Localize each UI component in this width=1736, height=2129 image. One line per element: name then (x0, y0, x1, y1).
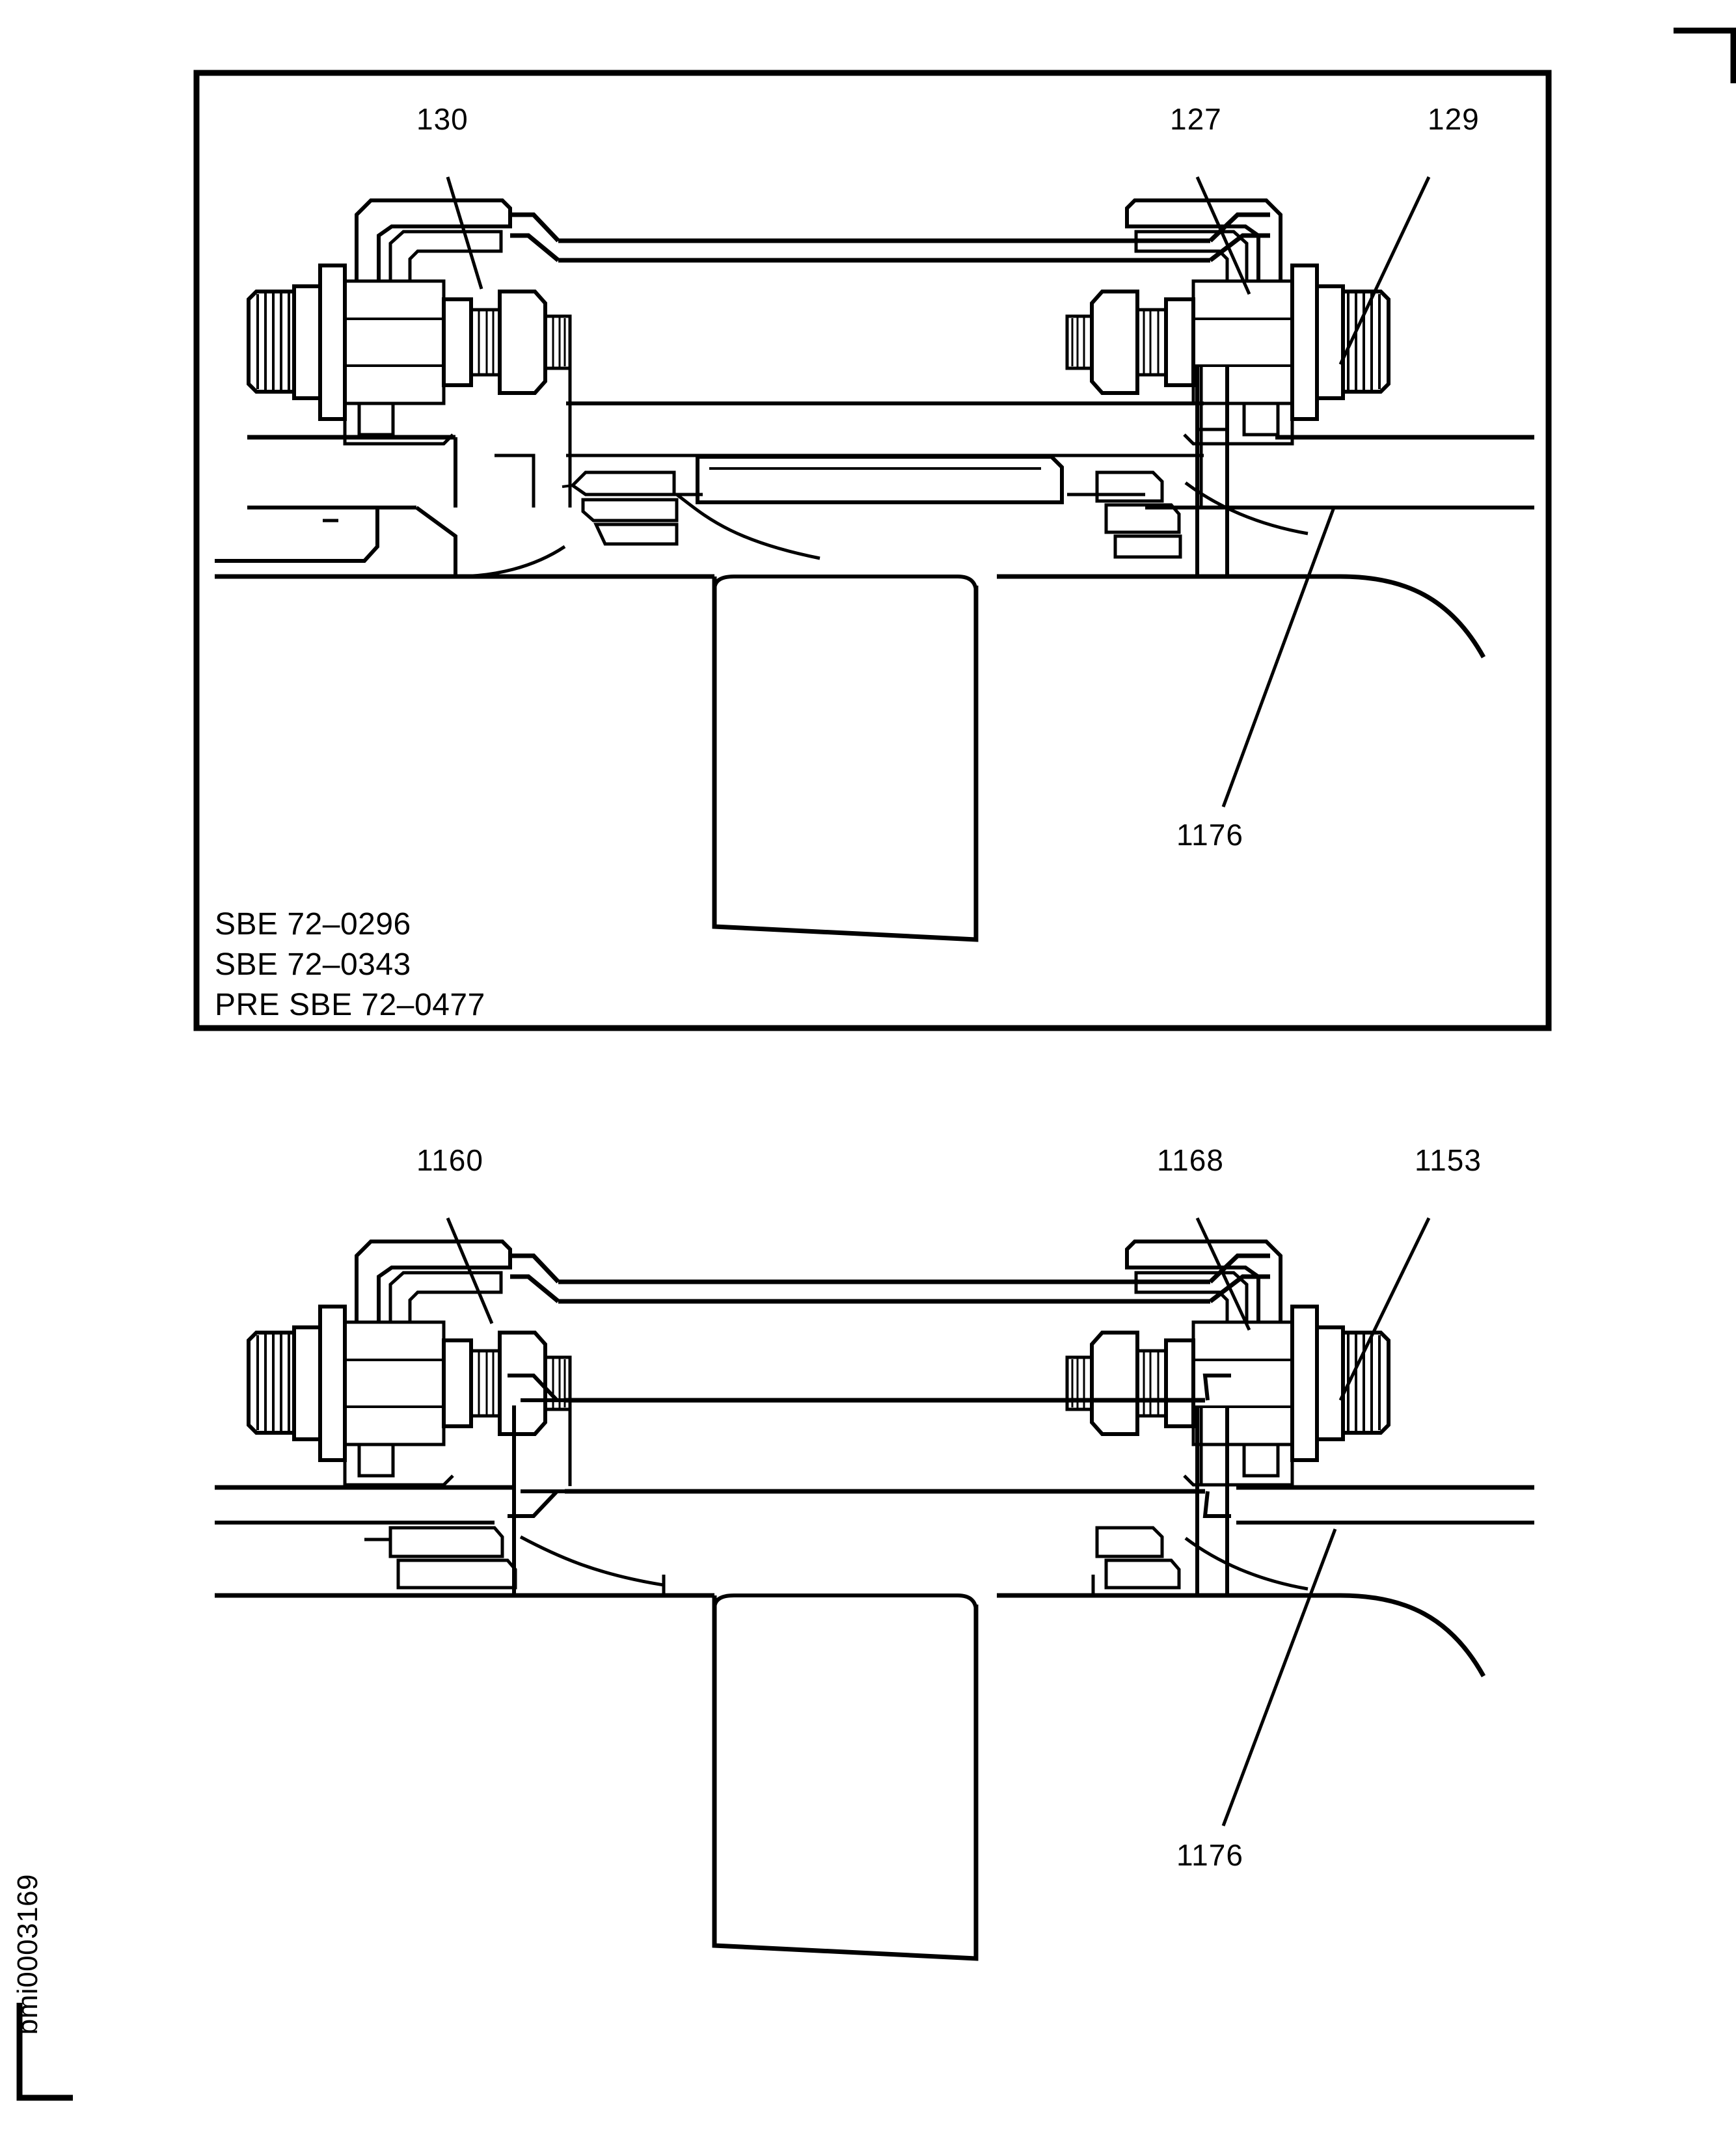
lower-leader-lines (446, 1217, 1431, 1826)
figure-code: bmi0003169 (12, 1874, 44, 2035)
callout-1176-upper: 1176 (1176, 818, 1243, 852)
callout-129: 129 (1428, 102, 1480, 136)
sbe-note-1: SBE 72–0296 (215, 907, 411, 942)
leader-1153 (1338, 1217, 1431, 1402)
registration-corner-mark (1674, 27, 1736, 83)
callout-1176-lower: 1176 (1176, 1838, 1243, 1872)
sbe-note-2: SBE 72–0343 (215, 947, 411, 982)
callout-1153: 1153 (1415, 1143, 1482, 1177)
callout-1168: 1168 (1157, 1143, 1224, 1177)
upper-assembly-drawing (215, 200, 1534, 942)
figure-code-wrap: bmi0003169 (0, 0, 78, 2035)
leader-1168 (1195, 1217, 1251, 1331)
leader-129 (1338, 176, 1431, 366)
callout-130: 130 (416, 102, 468, 136)
leader-1176-lower (1221, 1528, 1337, 1826)
sbe-note-3: PRE SBE 72–0477 (215, 988, 485, 1022)
callout-127: 127 (1170, 102, 1222, 136)
upper-leader-lines (446, 176, 1431, 807)
leader-127 (1195, 176, 1251, 295)
lower-assembly-drawing (215, 1241, 1534, 1961)
upper-view-frame (193, 70, 1552, 1031)
leader-130 (446, 176, 483, 290)
leader-1176-upper (1221, 507, 1336, 807)
callout-1160: 1160 (416, 1143, 483, 1177)
figure-code-bracket (16, 2003, 73, 2101)
leader-1160 (446, 1217, 494, 1324)
